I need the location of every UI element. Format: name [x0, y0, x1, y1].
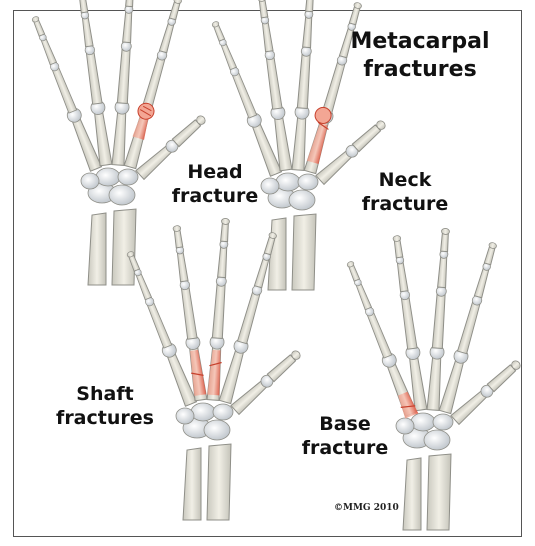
- label-head-fracture: Head fracture: [165, 160, 265, 208]
- label-base-fracture: Base fracture: [295, 412, 395, 460]
- copyright-text: ©MMG 2010: [334, 503, 399, 513]
- label-shaft-line-2: fractures: [50, 406, 160, 430]
- label-head-line-1: Head: [165, 160, 265, 184]
- hand-base-fracture: [343, 228, 523, 530]
- diagram-title: Metacarpal fractures: [340, 28, 500, 84]
- label-neck-fracture: Neck fracture: [355, 168, 455, 216]
- label-neck-line-2: fracture: [355, 192, 455, 216]
- label-neck-line-1: Neck: [355, 168, 455, 192]
- title-line-1: Metacarpal: [340, 28, 500, 56]
- label-head-line-2: fracture: [165, 184, 265, 208]
- title-line-2: fractures: [340, 56, 500, 84]
- label-shaft-line-1: Shaft: [50, 382, 160, 406]
- label-base-line-2: fracture: [295, 436, 395, 460]
- label-base-line-1: Base: [295, 412, 395, 436]
- label-shaft-fractures: Shaft fractures: [50, 382, 160, 430]
